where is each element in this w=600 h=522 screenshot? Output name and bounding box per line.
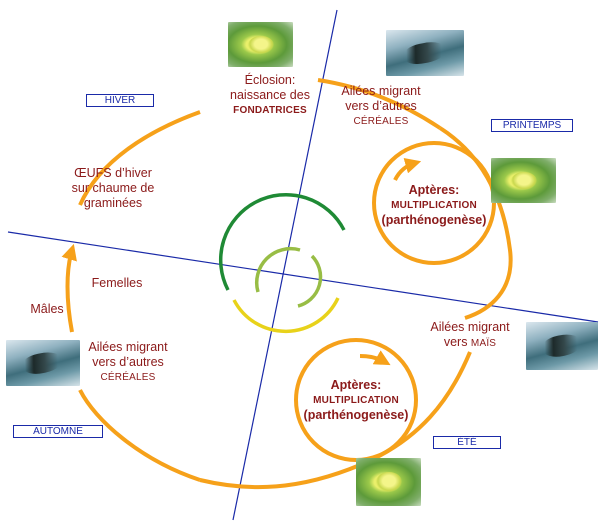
loop-arrow-summer bbox=[359, 350, 391, 366]
photo-fondatrice bbox=[228, 22, 293, 67]
label-ailees-autumn-line3: CÉRÉALES bbox=[100, 372, 156, 383]
label-eclosion: Éclosion: naissance des FONDATRICES bbox=[210, 73, 330, 118]
label-ailees-spring-line1: Ailées migrant bbox=[341, 84, 421, 98]
label-eclosion-line1: Éclosion: bbox=[244, 73, 296, 87]
cycle-arc-autumn bbox=[78, 389, 201, 482]
label-males: Mâles bbox=[30, 302, 64, 316]
center-arc-green-right bbox=[297, 254, 323, 308]
cycle-arc-spring-top bbox=[317, 78, 442, 130]
cycle-arc-winter bbox=[78, 110, 201, 206]
label-apteres-summer-line2: MULTIPLICATION bbox=[313, 395, 399, 406]
photo-winged-spring bbox=[386, 30, 464, 76]
season-printemps: PRINTEMPS bbox=[491, 119, 573, 132]
label-ailees-autumn-line1: Ailées migrant bbox=[88, 340, 168, 354]
label-oeufs-line2: sur chaume de bbox=[71, 181, 155, 195]
label-ailees-mais-line1: Ailées migrant bbox=[430, 320, 510, 334]
photo-winged-autumn bbox=[6, 340, 80, 386]
label-ailees-spring: Ailées migrant vers d’autres CÉRÉALES bbox=[325, 84, 437, 129]
label-femelles: Femelles bbox=[91, 276, 143, 290]
label-apteres-spring-line1: Aptères: bbox=[408, 183, 460, 197]
season-ete: ÉTÉ bbox=[433, 436, 501, 449]
label-apteres-summer: Aptères: MULTIPLICATION (parthénogenèse) bbox=[294, 378, 418, 423]
label-ailees-autumn: Ailées migrant vers d’autres CÉRÉALES bbox=[72, 340, 184, 385]
season-hiver: HIVER bbox=[86, 94, 154, 107]
label-oeufs-line3: graminées bbox=[83, 196, 143, 210]
season-automne: AUTOMNE bbox=[13, 425, 103, 438]
reproduction-loop-spring bbox=[372, 141, 496, 265]
axis-line-horizontal bbox=[7, 231, 599, 323]
photo-winged-mais bbox=[526, 322, 598, 370]
label-apteres-spring-line2: MULTIPLICATION bbox=[391, 200, 477, 211]
label-apteres-summer-line1: Aptères: bbox=[330, 378, 382, 392]
photo-aptere-summer bbox=[356, 458, 421, 506]
photo-aptere-spring bbox=[491, 158, 556, 203]
label-ailees-mais-mais: MAÏS bbox=[470, 338, 497, 349]
label-apteres-spring: Aptères: MULTIPLICATION (parthénogenèse) bbox=[372, 183, 496, 228]
label-apteres-summer-line3: (parthénogenèse) bbox=[303, 408, 409, 422]
label-ailees-spring-line2: vers d’autres bbox=[345, 99, 417, 113]
center-arc-light-green bbox=[254, 246, 301, 293]
center-arc-yellow bbox=[232, 297, 340, 334]
center-arc-dark-green bbox=[218, 192, 346, 291]
label-oeufs-line1: ŒUFS d’hiver bbox=[74, 166, 152, 180]
label-ailees-mais-line2: vers MAÏS bbox=[420, 335, 520, 351]
label-oeufs: ŒUFS d’hiver sur chaume de graminées bbox=[58, 166, 168, 211]
label-eclosion-line3: FONDATRICES bbox=[233, 105, 307, 116]
label-ailees-mais: Ailées migrant vers MAÏS bbox=[420, 320, 520, 351]
label-ailees-autumn-line2: vers d’autres bbox=[92, 355, 164, 369]
label-ailees-spring-line3: CÉRÉALES bbox=[353, 116, 409, 127]
cycle-arc-left bbox=[61, 243, 77, 333]
loop-arrow-spring bbox=[393, 157, 422, 181]
label-ailees-mais-vers: vers bbox=[443, 335, 471, 349]
label-apteres-spring-line3: (parthénogenèse) bbox=[381, 213, 487, 227]
label-eclosion-line2: naissance des bbox=[230, 88, 310, 102]
axis-line-vertical bbox=[232, 9, 338, 521]
